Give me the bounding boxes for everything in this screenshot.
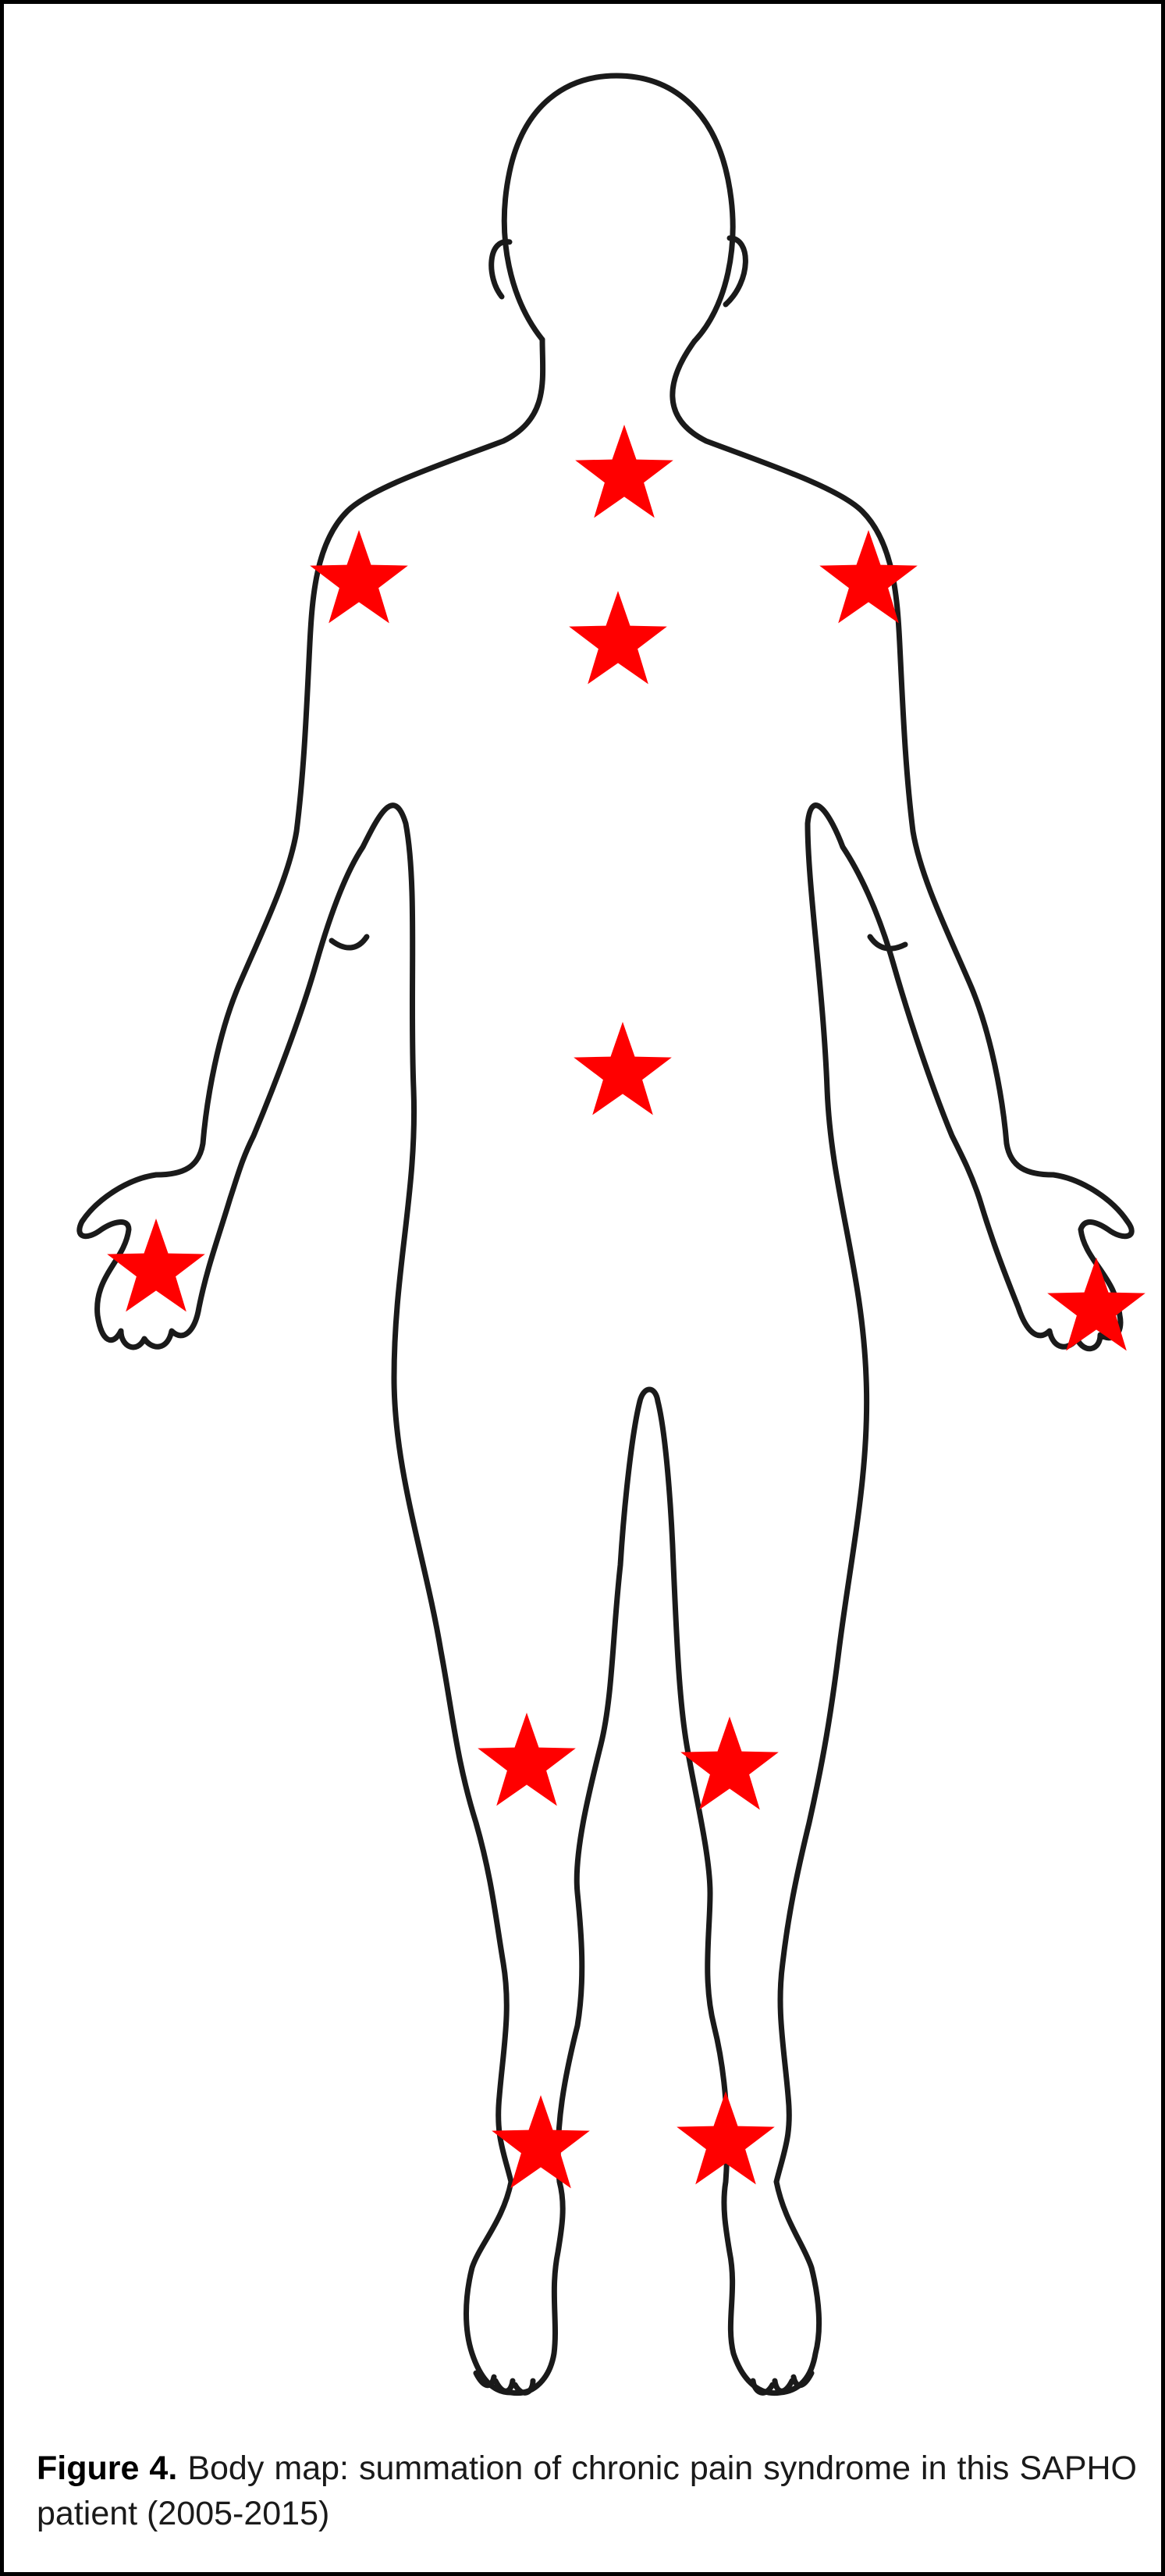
pain-marker-abdomen <box>574 1022 672 1115</box>
left-body-outline <box>80 340 640 2393</box>
pain-marker-left-hand <box>107 1219 205 1311</box>
human-figure-outline <box>80 76 1131 2393</box>
body-map <box>4 4 1165 2408</box>
pain-marker-right-hand <box>1047 1258 1145 1350</box>
crotch-outline <box>640 1389 658 1401</box>
figure-caption: Figure 4. Body map: summation of chronic… <box>37 2446 1137 2536</box>
pain-markers <box>107 425 1145 2188</box>
caption-text: Body map: summation of chronic pain synd… <box>37 2450 1137 2532</box>
pain-marker-right-shoulder <box>819 530 918 623</box>
left-elbow-crease <box>332 937 367 948</box>
pain-marker-left-knee <box>478 1713 576 1806</box>
figure-label: Figure 4. <box>37 2450 177 2487</box>
right-body-outline <box>658 341 1131 2393</box>
head-outline <box>504 76 733 341</box>
pain-marker-neck <box>575 425 673 518</box>
pain-marker-sternum <box>569 591 667 684</box>
